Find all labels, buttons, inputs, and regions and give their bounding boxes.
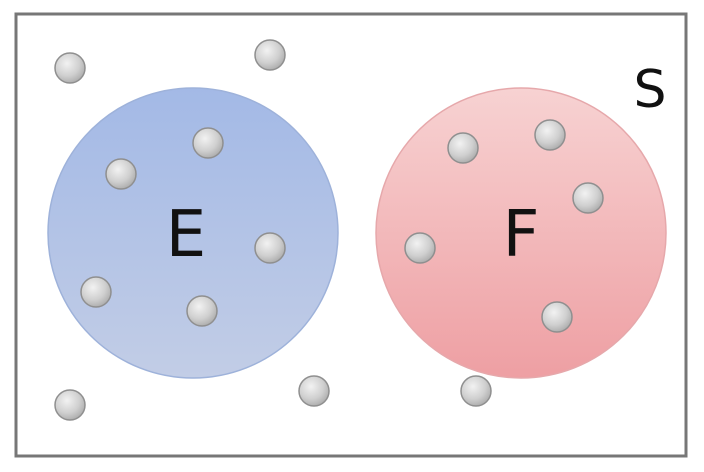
outcomes-in-f <box>404 119 604 333</box>
outcome-dot <box>404 232 436 264</box>
outcome-dot <box>447 132 479 164</box>
outcomes-in-e <box>80 127 286 327</box>
outcome-dot <box>54 389 86 421</box>
outcome-dot <box>254 232 286 264</box>
outcome-dot <box>80 276 112 308</box>
set-e-label: E <box>166 198 206 272</box>
set-f-circle <box>375 87 667 379</box>
outcome-dot <box>298 375 330 407</box>
outcome-dot <box>192 127 224 159</box>
universe-label: S <box>633 60 666 120</box>
outcome-dot <box>54 52 86 84</box>
outcome-dot <box>186 295 218 327</box>
set-f-label: F <box>503 198 540 272</box>
outcome-dot <box>254 39 286 71</box>
outcome-dot <box>460 375 492 407</box>
outcome-dot <box>105 158 137 190</box>
outcome-dot <box>572 182 604 214</box>
outcome-dot <box>541 301 573 333</box>
outcome-dot <box>534 119 566 151</box>
outcomes-outside <box>54 39 492 421</box>
